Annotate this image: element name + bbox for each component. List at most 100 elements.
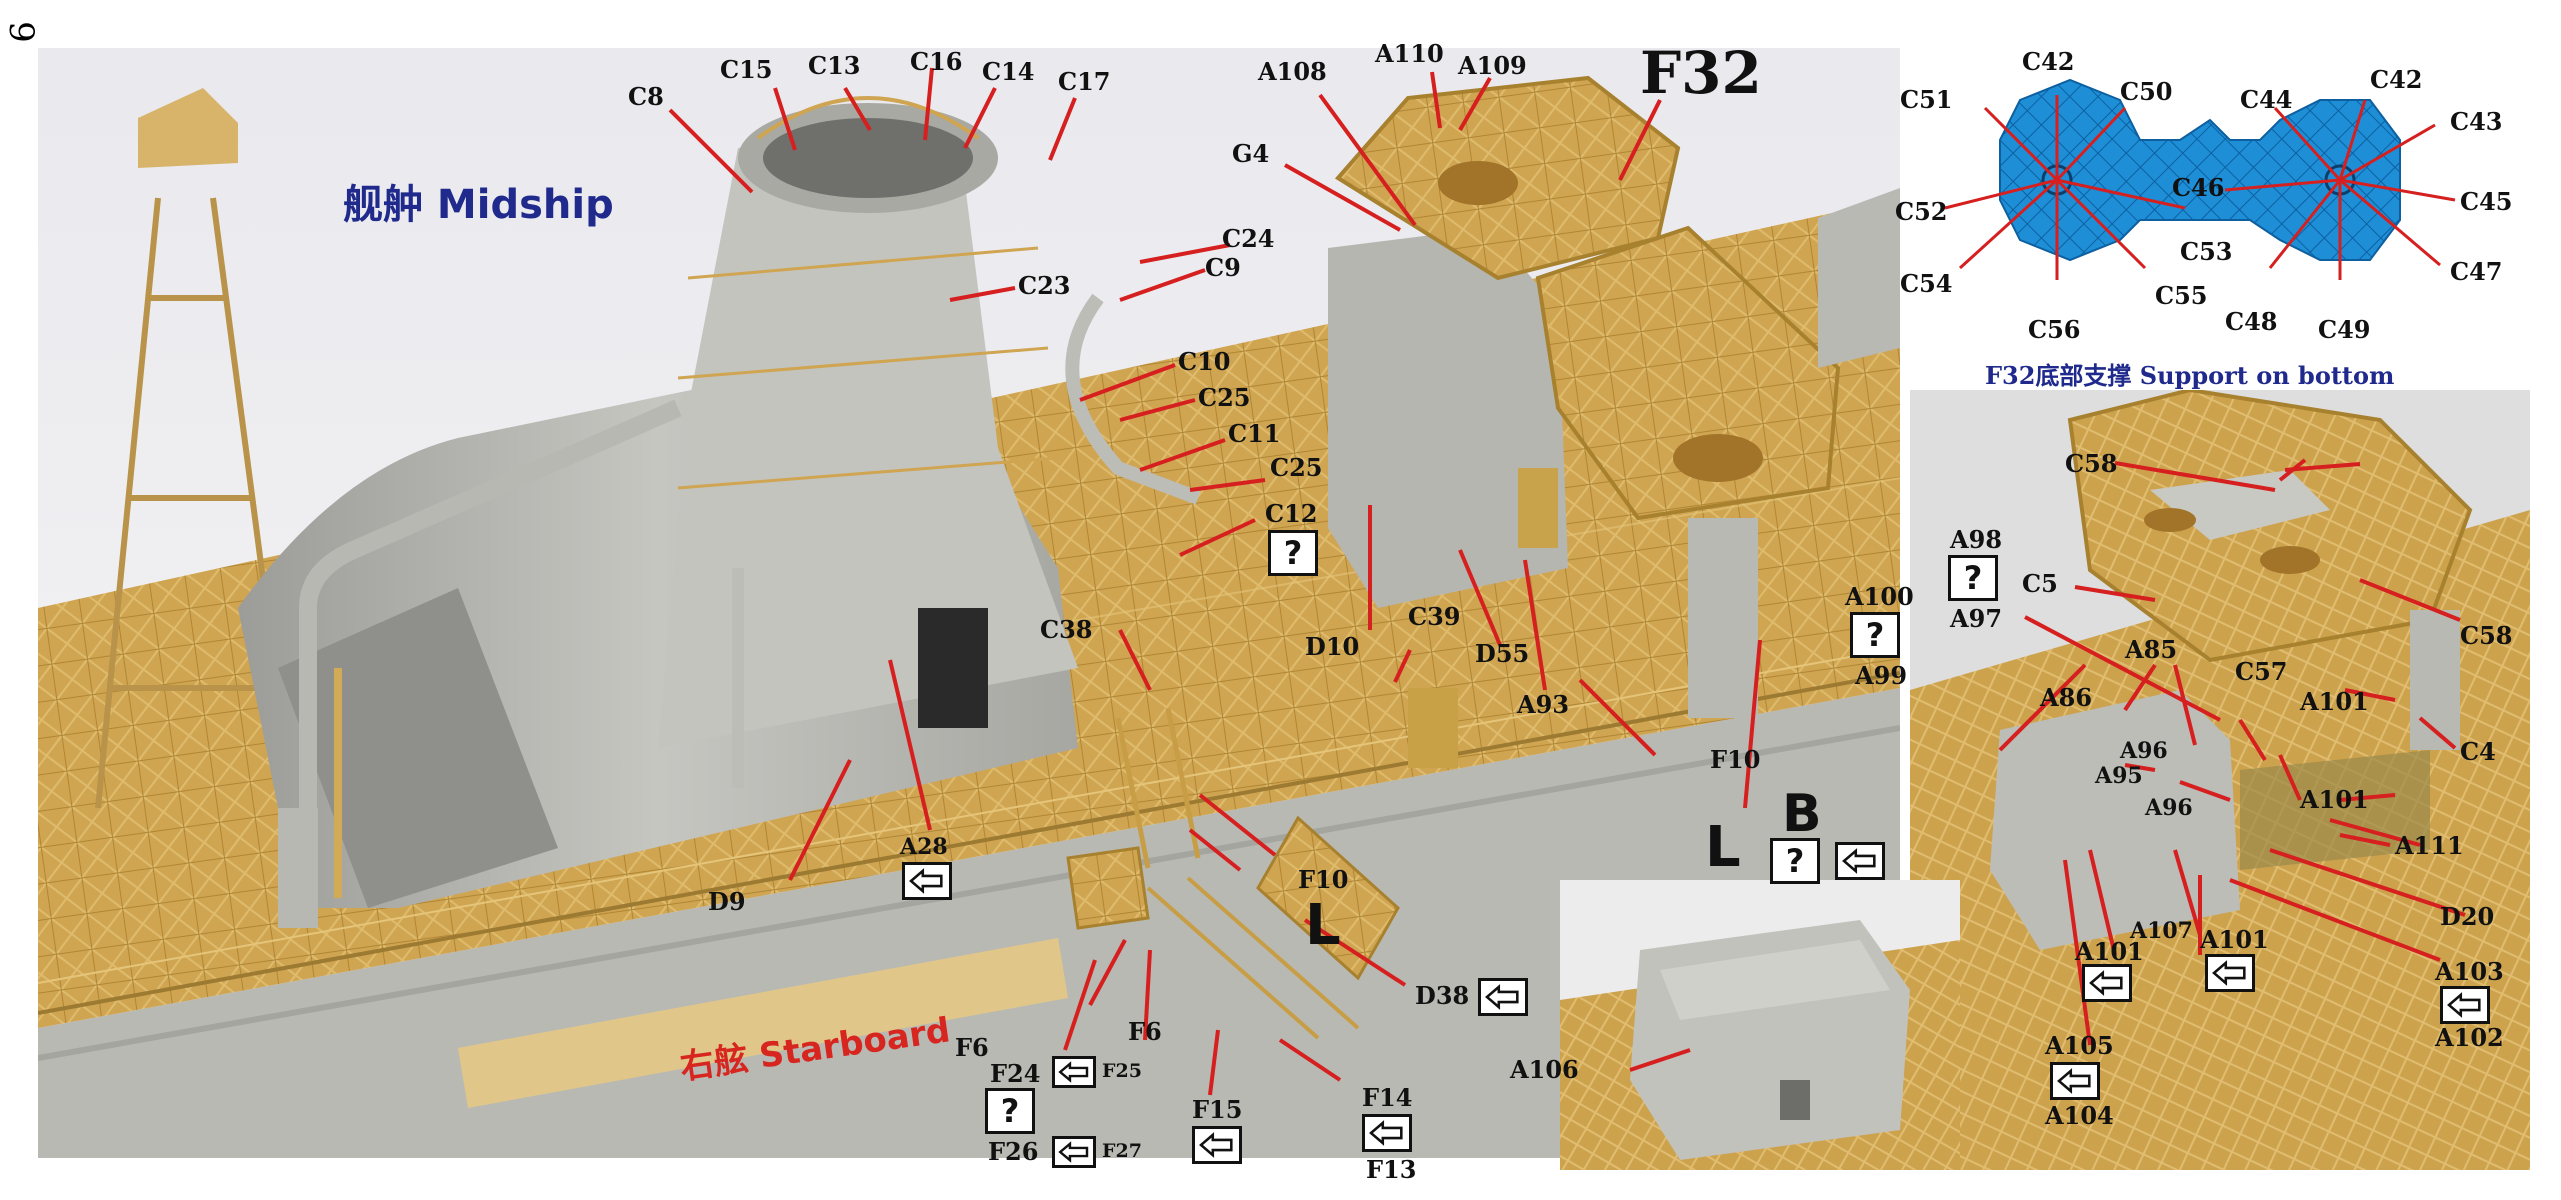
label-c45: C45 <box>2460 187 2513 216</box>
label-c43: C43 <box>2450 107 2503 136</box>
arrow-left-icon <box>2057 1068 2091 1094</box>
label-c53: C53 <box>2180 237 2233 266</box>
label-c47: C47 <box>2450 257 2503 286</box>
label-a101-left: A101 <box>2075 937 2144 966</box>
label-a95: A95 <box>2095 763 2143 789</box>
label-c58-right: C58 <box>2460 621 2513 650</box>
arrow-left-icon <box>2212 960 2246 986</box>
label-a96-bottom: A96 <box>2145 795 2193 821</box>
label-g4: G4 <box>1232 139 1270 168</box>
unknown-part-box-b: ? <box>1770 838 1820 884</box>
label-a86: A86 <box>2040 683 2093 712</box>
arrow-left-icon <box>1842 848 1876 874</box>
unknown-part-box-f26: ? <box>985 1088 1035 1134</box>
label-a109: A109 <box>1458 51 1527 80</box>
label-c4: C4 <box>2460 737 2496 766</box>
label-c39: C39 <box>1408 602 1461 631</box>
midship-model-illustration <box>38 48 1900 1158</box>
unknown-part-box-a100: ? <box>1850 612 1900 658</box>
label-c10: C10 <box>1178 347 1231 376</box>
arrow-left-icon <box>2089 970 2123 996</box>
label-d9: D9 <box>708 887 746 916</box>
part-f32-title: F32 <box>1640 39 1762 107</box>
label-c8: C8 <box>628 82 664 111</box>
label-a97: A97 <box>1950 604 2003 633</box>
reverse-side-icon-f25 <box>1052 1056 1096 1088</box>
label-f13: F13 <box>1366 1155 1417 1184</box>
label-a102: A102 <box>2435 1023 2504 1052</box>
label-a99: A99 <box>1855 661 1908 690</box>
label-c56: C56 <box>2028 315 2081 344</box>
arrow-left-icon <box>1485 984 1519 1010</box>
label-c16: C16 <box>910 47 963 76</box>
label-f10-center: F10 <box>1298 865 1349 894</box>
label-c42-right: C42 <box>2370 65 2423 94</box>
label-c49: C49 <box>2318 315 2371 344</box>
reverse-side-icon-a105-a104 <box>2050 1062 2100 1100</box>
label-c44: C44 <box>2240 85 2293 114</box>
label-c54: C54 <box>1900 269 1953 298</box>
page-number: 9 <box>0 21 41 43</box>
label-c13: C13 <box>808 51 861 80</box>
label-a93: A93 <box>1517 690 1570 719</box>
label-a107: A107 <box>2130 918 2193 944</box>
label-c9: C9 <box>1205 253 1241 282</box>
label-c25-b: C25 <box>1270 453 1323 482</box>
label-d20: D20 <box>2440 902 2495 931</box>
callout-l-center: L <box>1305 893 1341 958</box>
label-d10: D10 <box>1305 632 1360 661</box>
reverse-side-icon-b <box>1835 842 1885 880</box>
label-c12: C12 <box>1265 499 1318 528</box>
label-f6-right: F6 <box>1128 1017 1162 1046</box>
label-c17: C17 <box>1058 67 1111 96</box>
label-c23: C23 <box>1018 271 1071 300</box>
bridge-detail-illustration <box>1910 390 2530 1170</box>
label-c14: C14 <box>982 57 1035 86</box>
label-f26: F26 <box>988 1137 1039 1166</box>
label-c58-top: C58 <box>2065 449 2118 478</box>
f32-support-shape <box>1999 78 2401 262</box>
reverse-side-icon-a101-right <box>2205 954 2255 992</box>
midship-title: 舰舯 Midship <box>343 182 614 228</box>
reverse-side-icon-f14-f13 <box>1362 1114 1412 1152</box>
label-c38: C38 <box>1040 615 1093 644</box>
label-c52: C52 <box>1895 197 1948 226</box>
inset-photo-right <box>1910 390 2530 1170</box>
reverse-side-icon-d38 <box>1478 978 1528 1016</box>
label-c11: C11 <box>1228 419 1281 448</box>
label-c55: C55 <box>2155 281 2208 310</box>
label-f24: F24 <box>990 1059 1041 1088</box>
label-c25-a: C25 <box>1198 383 1251 412</box>
label-f6-left: F6 <box>955 1033 989 1062</box>
f32-support-caption: F32底部支撑 Support on bottom <box>1985 361 2395 390</box>
inset-photo-bottom <box>1560 880 1960 1170</box>
label-c24: C24 <box>1222 224 1275 253</box>
label-a105: A105 <box>2045 1031 2114 1060</box>
label-a106: A106 <box>1510 1055 1579 1084</box>
label-c42-left: C42 <box>2022 47 2075 76</box>
label-a96-top: A96 <box>2120 738 2168 764</box>
label-f10-right: F10 <box>1710 745 1761 774</box>
reverse-side-icon-f15 <box>1192 1126 1242 1164</box>
label-a104: A104 <box>2045 1101 2114 1130</box>
label-c57: C57 <box>2235 657 2288 686</box>
label-a111: A111 <box>2395 831 2464 860</box>
callout-b: B <box>1782 784 1822 844</box>
label-c5: C5 <box>2022 569 2058 598</box>
label-f15: F15 <box>1192 1095 1243 1124</box>
label-c48: C48 <box>2225 307 2278 336</box>
arrow-left-icon <box>1199 1132 1233 1158</box>
label-a101-top: A101 <box>2300 687 2369 716</box>
arrow-left-icon <box>909 868 943 894</box>
arrow-left-icon <box>1369 1120 1403 1146</box>
reverse-side-icon-a101-left <box>2082 964 2132 1002</box>
label-f27: F27 <box>1102 1140 1142 1162</box>
arrow-left-icon <box>1058 1061 1089 1083</box>
label-a100: A100 <box>1845 582 1914 611</box>
label-c51: C51 <box>1900 85 1953 114</box>
arrow-left-icon <box>2447 992 2481 1018</box>
label-c46: C46 <box>2172 173 2225 202</box>
label-a108: A108 <box>1258 57 1327 86</box>
label-c50: C50 <box>2120 77 2173 106</box>
label-d38: D38 <box>1415 981 1470 1010</box>
